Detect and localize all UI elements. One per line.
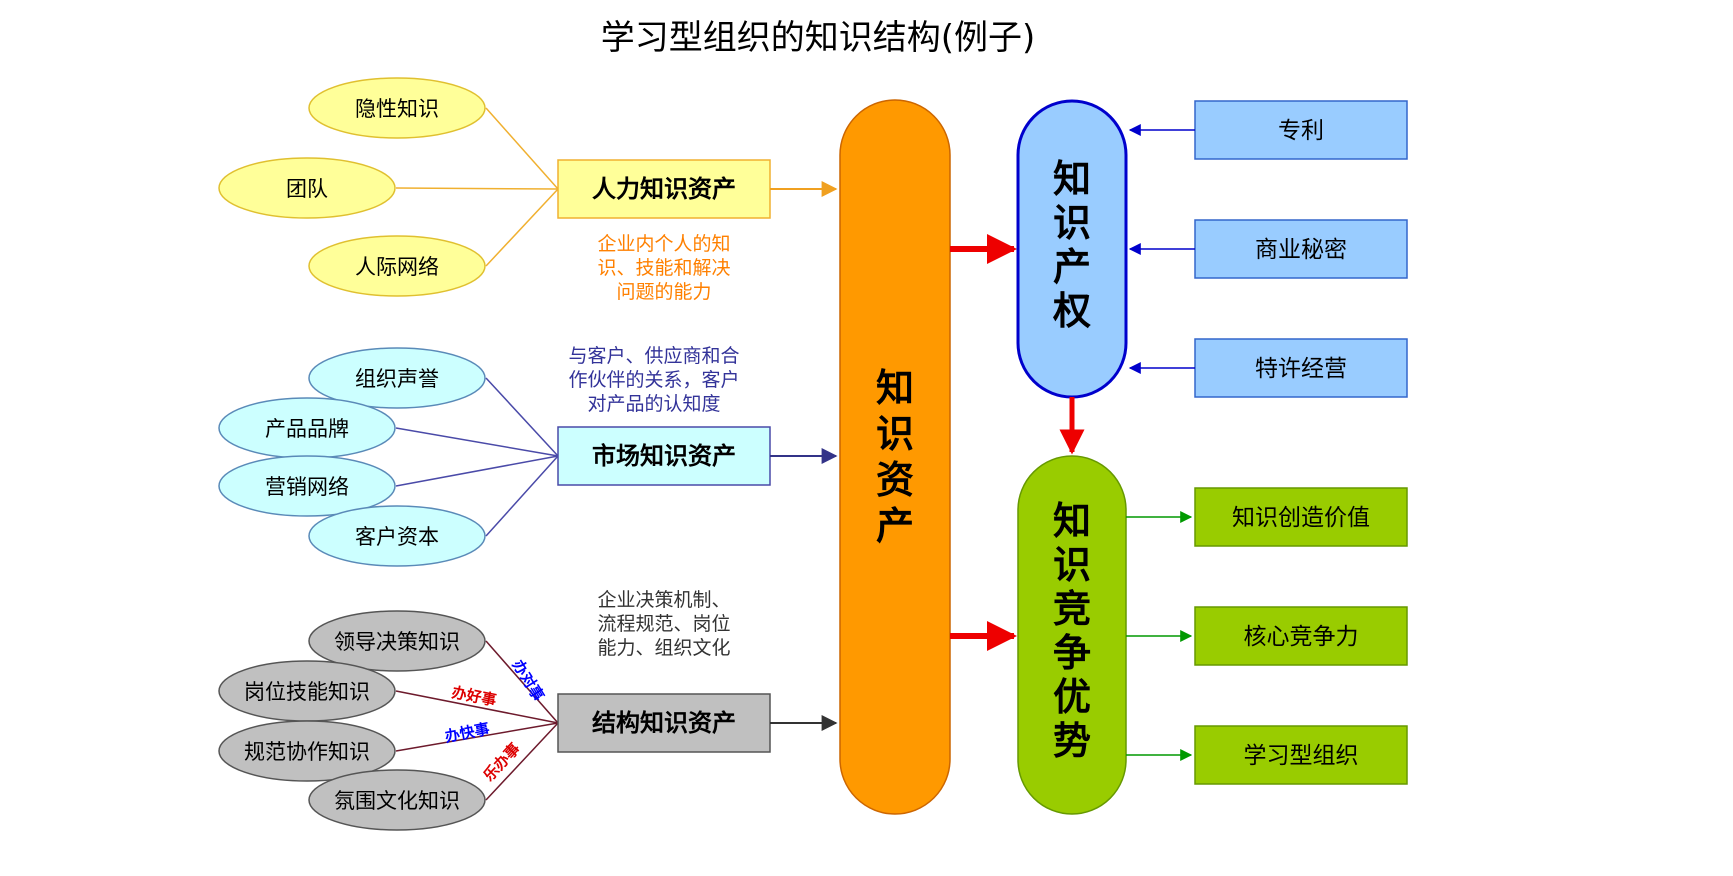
ip-sources: 专利 商业秘密 特许经营 xyxy=(1128,100,1408,398)
output-learning-org-box xyxy=(1194,725,1408,785)
struct-leaf-label: 氛围文化知识 xyxy=(334,789,460,813)
structure-asset-desc-3: 能力、组织文化 xyxy=(597,637,730,659)
market-asset-desc-3: 对产品的认知度 xyxy=(587,393,720,415)
human-leaf-label: 团队 xyxy=(286,177,328,201)
human-leaf-label: 人际网络 xyxy=(355,255,439,279)
structure-asset-group: 领导决策知识 岗位技能知识 规范协作知识 氛围文化知识 办对事 办好事 办快事 … xyxy=(218,589,838,831)
struct-leaf-leadership xyxy=(308,610,486,672)
struct-leaf-collaboration xyxy=(218,720,396,782)
ip-source-label: 商业秘密 xyxy=(1255,237,1347,263)
structure-asset-desc-1: 企业决策机制、 xyxy=(597,589,730,611)
struct-edge-label-3: 办快事 xyxy=(443,720,491,746)
structure-asset-desc-2: 流程规范、岗位 xyxy=(597,613,730,635)
market-asset-box xyxy=(557,426,771,486)
ip-char: 知 xyxy=(1053,157,1091,201)
market-asset-group: 组织声誉 产品品牌 营销网络 客户资本 市场知识资产 与客户、供应商和合 作伙伴… xyxy=(218,345,838,567)
advantage-char: 知 xyxy=(1053,499,1091,543)
human-leaf-tacit-knowledge xyxy=(308,77,486,139)
intellectual-property-node: 知 识 产 权 xyxy=(1016,99,1128,399)
diagram-title: 学习型组织的知识结构(例子) xyxy=(601,18,1036,58)
human-asset-desc-3: 问题的能力 xyxy=(616,281,711,303)
knowledge-assets-char: 资 xyxy=(876,458,914,502)
advantage-char: 争 xyxy=(1053,631,1091,675)
struct-leaf-label: 规范协作知识 xyxy=(244,740,370,764)
struct-leaf-culture xyxy=(308,769,486,831)
knowledge-assets-char: 识 xyxy=(876,412,914,456)
market-link-1 xyxy=(485,377,559,457)
competitive-advantage-capsule xyxy=(1017,455,1127,815)
output-core-competence-box xyxy=(1194,606,1408,666)
human-asset-desc-1: 企业内个人的知 xyxy=(597,233,730,255)
market-link-4 xyxy=(485,455,559,537)
human-link-1 xyxy=(485,107,559,190)
knowledge-assets-char: 产 xyxy=(876,504,914,548)
struct-edge-label-4: 乐办事 xyxy=(480,740,524,785)
struct-edge-label-2: 办好事 xyxy=(450,683,498,709)
advantage-char: 势 xyxy=(1053,719,1091,763)
advantage-output-label: 核心竞争力 xyxy=(1244,624,1359,650)
human-asset-desc-2: 识、技能和解决 xyxy=(597,257,730,279)
knowledge-assets-capsule xyxy=(839,99,951,815)
human-link-2 xyxy=(395,187,559,190)
market-link-3 xyxy=(395,455,559,487)
ip-source-trade-secret-box xyxy=(1194,219,1408,279)
market-leaf-label: 产品品牌 xyxy=(265,417,349,441)
ip-source-franchise-box xyxy=(1194,338,1408,398)
ip-char: 识 xyxy=(1053,201,1091,245)
market-link-2 xyxy=(395,427,559,457)
struct-link-1 xyxy=(485,640,559,724)
human-asset-label: 人力知识资产 xyxy=(592,175,736,203)
human-leaf-team xyxy=(218,157,396,219)
knowledge-assets-char: 知 xyxy=(876,366,914,410)
knowledge-assets-node: 知 识 资 产 xyxy=(839,99,951,815)
ip-source-patent-box xyxy=(1194,100,1408,160)
advantage-outputs: 知识创造价值 核心竞争力 学习型组织 xyxy=(1126,487,1408,785)
market-leaf-label: 营销网络 xyxy=(265,475,349,499)
struct-leaf-label: 领导决策知识 xyxy=(334,630,460,654)
human-link-3 xyxy=(485,188,559,267)
market-leaf-marketing-network xyxy=(218,455,396,517)
competitive-advantage-node: 知 识 竞 争 优 势 xyxy=(1017,455,1127,815)
struct-leaf-label: 岗位技能知识 xyxy=(244,680,370,704)
output-value-creation-box xyxy=(1194,487,1408,547)
market-asset-desc-1: 与客户、供应商和合 xyxy=(568,345,739,367)
advantage-char: 识 xyxy=(1053,543,1091,587)
advantage-char: 竞 xyxy=(1053,587,1091,631)
advantage-char: 优 xyxy=(1053,675,1091,719)
ip-char: 权 xyxy=(1052,289,1091,333)
market-leaf-reputation xyxy=(308,347,486,409)
market-asset-label: 市场知识资产 xyxy=(592,442,736,470)
ip-char: 产 xyxy=(1053,245,1091,289)
human-leaf-label: 隐性知识 xyxy=(355,97,439,121)
struct-link-3 xyxy=(395,722,559,752)
structure-asset-box xyxy=(557,693,771,753)
struct-edge-label-1: 办对事 xyxy=(509,657,548,705)
struct-link-4 xyxy=(485,722,559,801)
market-leaf-label: 组织声誉 xyxy=(355,367,439,391)
ip-source-label: 特许经营 xyxy=(1255,356,1347,382)
human-leaf-network xyxy=(308,235,486,297)
ip-source-label: 专利 xyxy=(1278,118,1324,144)
struct-link-2 xyxy=(395,690,559,724)
market-leaf-customer-capital xyxy=(308,505,486,567)
human-asset-group: 隐性知识 团队 人际网络 人力知识资产 企业内个人的知 识、技能和解决 问题的能… xyxy=(218,77,838,303)
structure-asset-label: 结构知识资产 xyxy=(592,709,736,737)
market-leaf-label: 客户资本 xyxy=(355,525,439,549)
market-asset-desc-2: 作伙伴的关系，客户 xyxy=(568,369,739,391)
advantage-output-label: 学习型组织 xyxy=(1244,743,1359,769)
advantage-output-label: 知识创造价值 xyxy=(1232,505,1370,531)
